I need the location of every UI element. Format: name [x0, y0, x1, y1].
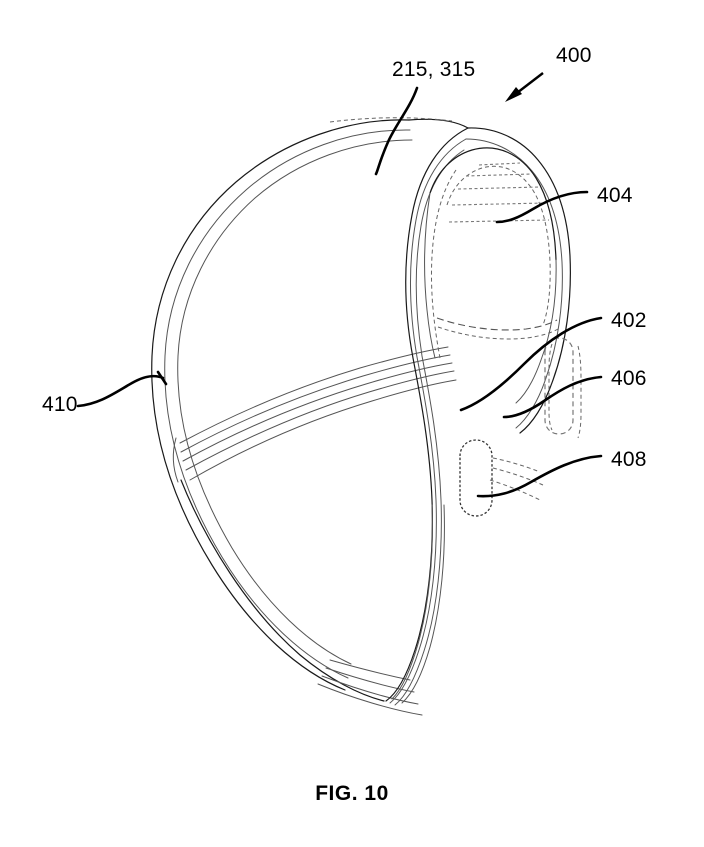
band-sweep-convergence [172, 437, 179, 483]
band-right-outer-3 [394, 149, 465, 706]
leader-410 [76, 374, 165, 408]
housing-outer-silhouette [467, 127, 571, 434]
band-inner-surface-group [172, 346, 457, 716]
leader-404 [495, 190, 589, 224]
ref-label-410: 410 [42, 393, 78, 416]
device-housing-group [424, 127, 571, 434]
screen-hatch-4 [451, 202, 547, 206]
band-inner-sweep-5 [189, 379, 457, 481]
side-button-406-group[interactable] [544, 337, 582, 439]
screen-hatch-3 [457, 186, 541, 190]
band-right-inner-hidden [430, 169, 457, 359]
figure-caption: FIG. 10 [315, 782, 389, 805]
band-outer-contour-2 [164, 129, 411, 679]
band-inner-sweep-3 [182, 362, 453, 462]
ref-label-402: 402 [611, 309, 647, 332]
band-tail-edge-1 [391, 504, 433, 700]
housing-face-right [515, 259, 557, 404]
side-button-406-outline[interactable] [544, 337, 574, 435]
housing-face-bottom-hidden [436, 317, 558, 331]
leader-400-arrowhead [505, 87, 522, 102]
front-button-408-group[interactable] [459, 439, 544, 517]
front-button-408-outline[interactable] [459, 439, 493, 517]
leader-402 [459, 316, 603, 412]
leader-400 [505, 72, 544, 102]
leader-406 [502, 375, 603, 419]
housing-face-bottom-hidden-2 [437, 326, 559, 340]
screen-aperture-outline [446, 165, 551, 326]
ref-label-215-315: 215, 315 [392, 58, 475, 81]
band-top-hidden-edge [329, 117, 453, 123]
screen-hatch-1 [478, 162, 521, 166]
band-bottom-fold-3 [321, 675, 419, 705]
band-inner-sweep-4 [185, 370, 455, 471]
leader-408 [476, 454, 603, 498]
side-button-406-depth-edge [577, 345, 582, 439]
housing-bezel-top [429, 147, 557, 261]
housing-outer-silhouette-2 [465, 138, 563, 429]
band-body-group [151, 117, 469, 691]
housing-face-left [424, 192, 436, 359]
ref-label-404: 404 [597, 184, 633, 207]
leader-215-315 [374, 86, 419, 176]
band-outer-contour-3 [177, 139, 413, 665]
band-right-loop-group [385, 127, 469, 706]
band-bottom-edge [180, 479, 385, 702]
leader-410-tick [156, 370, 168, 386]
band-right-outer-2 [389, 138, 467, 704]
band-tail-edge-2 [401, 504, 445, 704]
band-bottom-fold-2 [325, 667, 415, 693]
screen-hatch-2 [465, 173, 532, 177]
band-bottom-fold-4 [317, 683, 423, 716]
band-inner-sweep-2 [180, 354, 451, 453]
band-bottom-fold-1 [329, 659, 411, 681]
band-outer-contour [151, 119, 410, 691]
ref-label-408: 408 [611, 448, 647, 471]
band-top-rim [408, 118, 469, 129]
ref-label-400: 400 [556, 44, 592, 67]
ref-label-406: 406 [611, 367, 647, 390]
front-button-408-shadow-3 [489, 479, 541, 501]
band-tail-group [391, 504, 445, 704]
front-button-408-shadow-1 [492, 457, 541, 473]
band-right-outer [385, 127, 469, 702]
band-inner-sweep-1 [179, 346, 449, 444]
